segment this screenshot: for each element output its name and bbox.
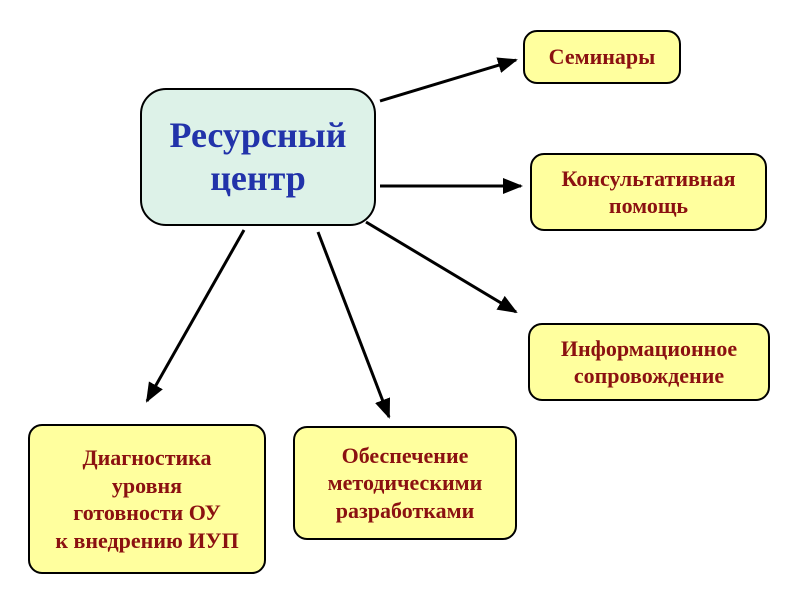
- node-consulting-label: Консультативная помощь: [561, 165, 736, 219]
- node-seminars-label: Семинары: [548, 44, 656, 70]
- node-methodical-label: Обеспечение методическими разработками: [327, 442, 483, 523]
- node-methodical: Обеспечение методическими разработками: [293, 426, 517, 540]
- node-info-label: Информационное сопровождение: [560, 335, 738, 389]
- node-info: Информационное сопровождение: [528, 323, 770, 401]
- arrow-to-methodical: [316, 231, 391, 419]
- center-node-label: Ресурсный центр: [169, 114, 347, 198]
- node-diagnostics-label: Диагностика уровня готовности ОУ к внедр…: [55, 445, 239, 553]
- node-diagnostics: Диагностика уровня готовности ОУ к внедр…: [28, 424, 266, 574]
- arrow-to-seminars: [379, 57, 518, 103]
- arrow-to-diagnostics: [145, 229, 246, 403]
- arrow-to-info: [365, 220, 518, 314]
- node-consulting: Консультативная помощь: [530, 153, 767, 231]
- center-node-resource-center: Ресурсный центр: [140, 88, 376, 226]
- node-seminars: Семинары: [523, 30, 681, 84]
